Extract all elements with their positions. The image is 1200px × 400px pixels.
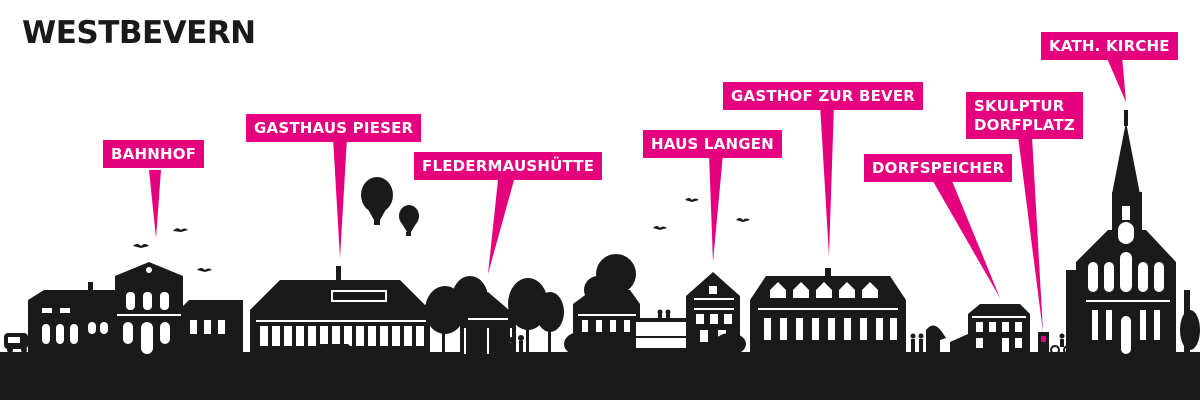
bird-icon <box>133 244 149 248</box>
bird-icon <box>736 218 750 222</box>
bird-icon <box>685 198 699 202</box>
pointer-bahnhof <box>149 170 161 238</box>
label-skulptur-line1: SKULPTUR <box>974 97 1065 115</box>
label-gasthof-zur-bever[interactable]: GASTHOF ZUR BEVER <box>723 82 924 110</box>
bird-icon <box>173 228 188 232</box>
label-dorfspeicher[interactable]: DORFSPEICHER <box>864 154 1013 182</box>
middle-building <box>573 290 640 354</box>
people-figures <box>910 333 924 354</box>
statue-icon <box>926 325 946 354</box>
sculpture-icon <box>1038 332 1049 354</box>
pointer-dorfspeicher <box>930 176 1000 298</box>
people-figures <box>509 335 524 354</box>
label-fledermaushuette[interactable]: FLEDERMAUSHÜTTE <box>414 152 603 180</box>
label-kath-kirche[interactable]: KATH. KIRCHE <box>1041 32 1178 60</box>
label-skulptur-line2: DORFPLATZ <box>974 116 1075 134</box>
car-icon <box>4 333 28 353</box>
dorfspeicher-building <box>968 304 1030 354</box>
pointer-skulptur <box>1018 136 1043 332</box>
pointer-gasthaus-pieser <box>333 138 347 258</box>
gasthaus-pieser-building <box>250 266 430 354</box>
fledermaushuette-building <box>453 292 523 354</box>
bird-icon <box>653 226 667 230</box>
label-gasthaus-pieser[interactable]: GASTHAUS PIESER <box>246 114 422 142</box>
pointer-gasthof-zur-bever <box>820 104 834 256</box>
haus-langen-building <box>686 272 746 355</box>
label-bahnhof[interactable]: BAHNHOF <box>103 140 205 168</box>
bird-icon <box>197 268 212 272</box>
kath-kirche-building <box>1066 110 1190 354</box>
page-title: WESTBEVERN <box>22 15 256 51</box>
bridge <box>636 309 686 354</box>
balloon-icon <box>399 205 419 236</box>
callout-pointers <box>149 56 1126 332</box>
roof-shed <box>950 334 968 354</box>
trees-right <box>1180 310 1200 350</box>
bahnhof-building <box>28 262 243 354</box>
ground-strip <box>0 352 1200 400</box>
balloon-icon <box>361 177 393 225</box>
gasthof-zur-bever-building <box>750 268 906 354</box>
pointer-kirche <box>1106 56 1126 102</box>
label-haus-langen[interactable]: HAUS LANGEN <box>643 130 782 158</box>
pointer-haus-langen <box>709 154 723 262</box>
label-skulptur-dorfplatz[interactable]: SKULPTUR DORFPLATZ <box>966 92 1083 139</box>
pointer-fledermaushuette <box>488 180 514 274</box>
